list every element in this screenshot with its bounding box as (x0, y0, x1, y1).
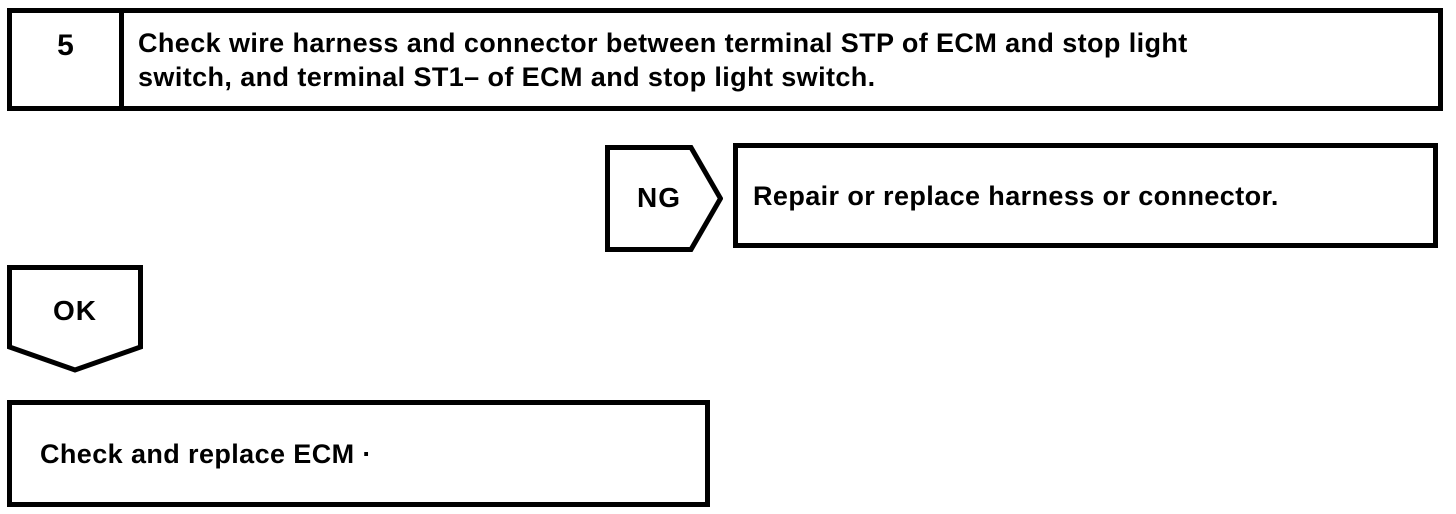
ok-action-text: Check and replace ECM · (40, 438, 372, 469)
ng-action-box: Repair or replace harness or connector. (733, 143, 1438, 248)
step-instruction: Check wire harness and connector between… (124, 13, 1438, 106)
step-box: 5 Check wire harness and connector betwe… (7, 8, 1443, 111)
ok-pentagon-icon (7, 265, 143, 373)
ok-connector-shape: OK (7, 265, 143, 373)
ng-pentagon-icon (605, 145, 723, 252)
step-instruction-line2: switch, and terminal ST1– of ECM and sto… (138, 62, 876, 92)
ok-label: OK (53, 295, 97, 326)
step-number: 5 (12, 13, 124, 106)
ng-label: NG (637, 182, 681, 213)
ng-action-text: Repair or replace harness or connector. (753, 180, 1279, 211)
ok-action-box: Check and replace ECM · (7, 400, 710, 507)
step-instruction-line1: Check wire harness and connector between… (138, 28, 1188, 58)
ng-connector-shape: NG (605, 145, 723, 252)
